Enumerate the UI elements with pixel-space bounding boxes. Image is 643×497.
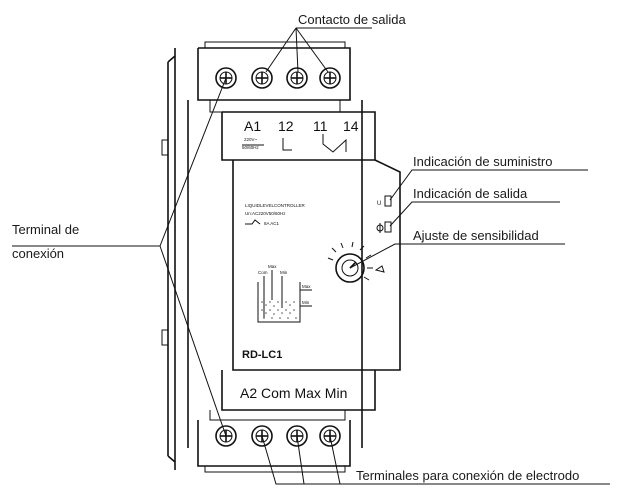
label-terminal-line1: Terminal de	[12, 222, 79, 237]
label-supply-indication: Indicación de suministro	[413, 154, 552, 169]
svg-text:Max: Max	[268, 264, 277, 269]
terminal-label-12: 12	[278, 118, 294, 134]
led-indicator-icon	[384, 195, 392, 207]
top-step	[209, 100, 341, 113]
bottom-screw-terminals	[215, 425, 341, 447]
din-clip-notch	[161, 139, 168, 346]
svg-text:Com: Com	[258, 270, 268, 275]
tank-icon: Com Max Min Max Min	[257, 264, 312, 323]
contact-symbol	[245, 219, 261, 225]
callout-lines	[12, 27, 610, 485]
svg-text:Min: Min	[302, 300, 310, 305]
din-rail-clip	[167, 48, 176, 470]
bottom-terminal-lip	[204, 466, 346, 473]
label-terminal-line2: conexión	[12, 246, 64, 261]
model-label: RD-LC1	[242, 349, 282, 361]
relay-contact-symbol	[282, 134, 347, 153]
label-output-contact: Contacto de salida	[298, 12, 406, 27]
terminal-label-14: 14	[343, 118, 359, 134]
supply-spec-voltage: 220V~	[244, 137, 258, 142]
led-label-u: U	[377, 201, 381, 207]
supply-spec-frequency: 50/60Hz	[242, 145, 260, 150]
panel-text-product: LIQUIDLEVELCONTROLLER	[245, 203, 306, 208]
screw-terminal-icon	[286, 67, 308, 89]
front-panel	[232, 159, 401, 371]
label-output-indication: Indicación de salida	[413, 186, 528, 201]
screw-terminal-icon	[319, 67, 341, 89]
led-indicator-icon	[384, 221, 392, 233]
top-terminal-lip	[204, 41, 346, 48]
screw-terminal-icon	[215, 67, 237, 89]
terminal-label-11: 11	[313, 118, 328, 134]
panel-text-rating: Un:AC220V50/60Hz	[245, 211, 286, 216]
panel-text-contact: 8A AC1	[264, 221, 280, 226]
top-screw-terminals	[215, 67, 341, 89]
bottom-terminal-block	[197, 420, 351, 467]
screw-terminal-icon	[251, 67, 273, 89]
terminal-label-a1: A1	[244, 118, 261, 134]
top-terminal-block	[197, 47, 351, 101]
label-electrode-terminals: Terminales para conexión de electrodo	[356, 468, 579, 483]
knob-icon	[327, 241, 385, 283]
bottom-label-panel	[221, 370, 376, 411]
bottom-terminal-labels: A2 Com Max Min	[240, 385, 347, 401]
label-sensitivity-adjust: Ajuste de sensibilidad	[413, 228, 539, 243]
relay-symbol-icon	[376, 223, 384, 233]
svg-text:Max: Max	[302, 284, 311, 289]
svg-text:Min: Min	[280, 270, 288, 275]
bottom-step	[209, 410, 346, 421]
